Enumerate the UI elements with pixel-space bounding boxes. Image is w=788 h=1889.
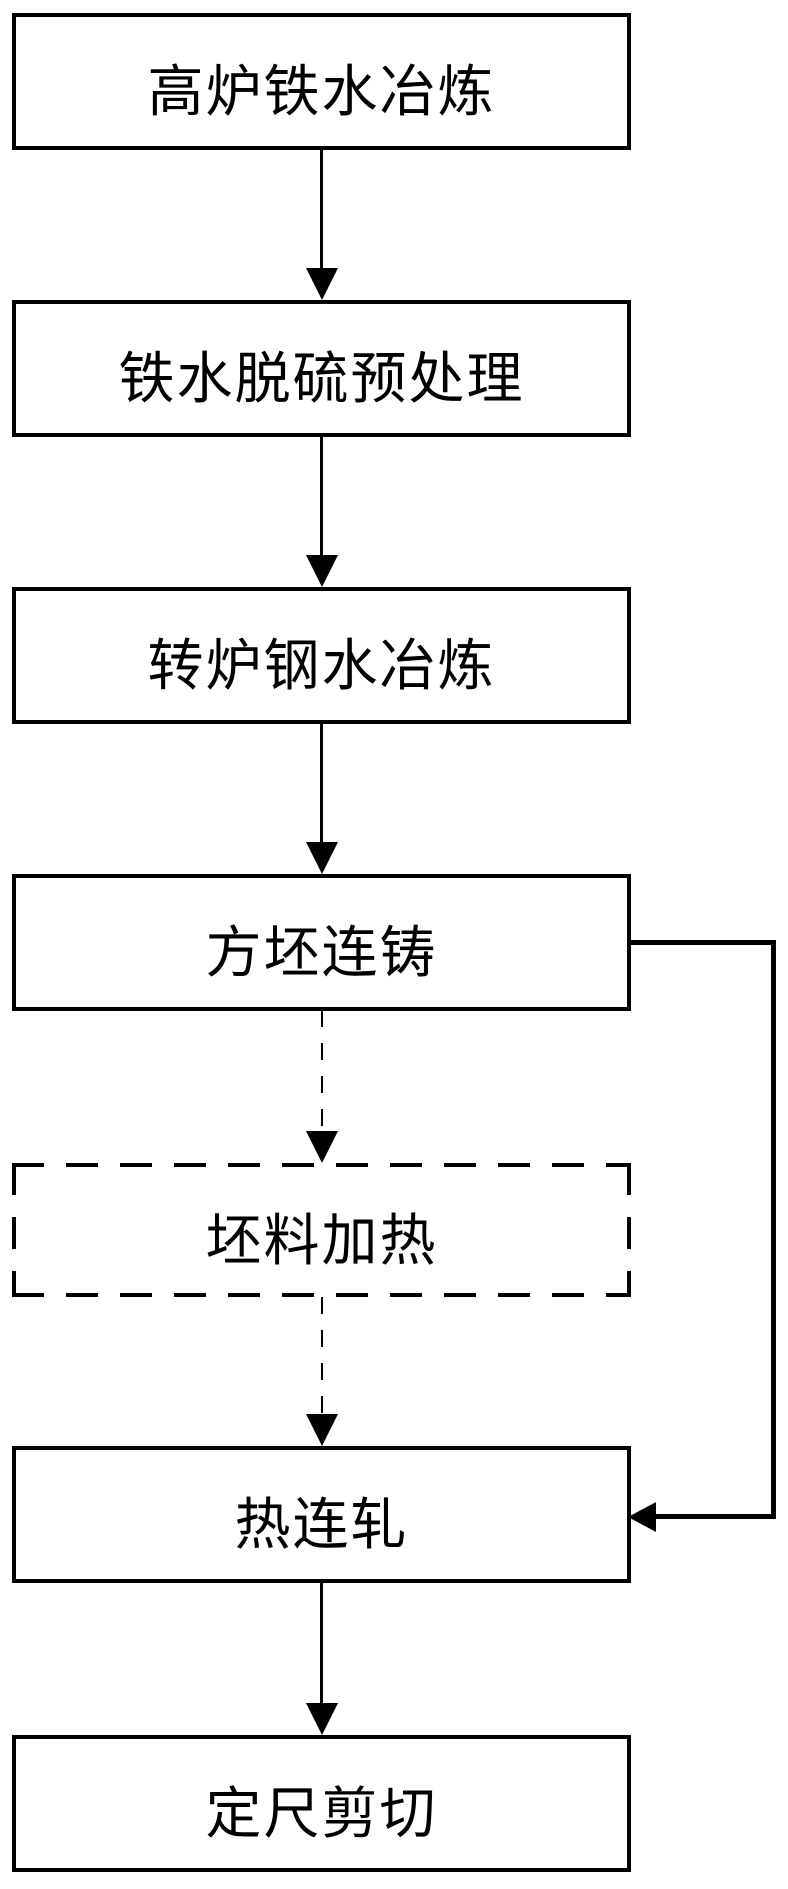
node-converter-smelting: 转炉钢水冶炼 <box>12 587 631 724</box>
arrow-line-6-solid <box>320 1583 323 1705</box>
arrow-line-2-solid <box>320 437 323 559</box>
bypass-line-vertical <box>771 940 776 1519</box>
node-desulfurization-pretreat: 铁水脱硫预处理 <box>12 300 631 437</box>
arrowhead-down-icon <box>306 842 338 874</box>
arrow-line-3-solid <box>320 723 323 846</box>
arrowhead-down-icon <box>306 1131 338 1163</box>
node-label: 转炉钢水冶炼 <box>147 634 496 699</box>
arrow-line-5-dashed <box>321 1297 323 1416</box>
node-blast-furnace-smelting: 高炉铁水冶炼 <box>12 13 631 150</box>
node-label: 坯料加热 <box>205 1208 438 1274</box>
bypass-line-horizontal-top <box>628 940 776 945</box>
node-label: 定尺剪切 <box>205 1782 438 1847</box>
node-cut-to-length: 定尺剪切 <box>12 1735 631 1872</box>
node-label: 热连轧 <box>234 1493 409 1558</box>
node-billet-casting: 方坯连铸 <box>12 874 631 1011</box>
arrowhead-down-icon <box>306 555 338 587</box>
arrowhead-down-icon <box>306 1703 338 1735</box>
node-billet-heating: 坯料加热 <box>12 1163 631 1297</box>
node-label: 铁水脱硫预处理 <box>118 347 525 412</box>
arrowhead-down-icon <box>306 1414 338 1446</box>
arrowhead-down-icon <box>306 268 338 300</box>
arrow-line-4-dashed <box>321 1010 323 1133</box>
arrowhead-left-icon <box>628 1502 656 1532</box>
node-hot-rolling: 热连轧 <box>12 1446 631 1583</box>
node-label: 方坯连铸 <box>205 921 438 986</box>
arrow-line-1-solid <box>320 150 323 272</box>
node-label: 高炉铁水冶炼 <box>147 60 496 125</box>
bypass-line-horizontal-bottom <box>652 1514 776 1519</box>
